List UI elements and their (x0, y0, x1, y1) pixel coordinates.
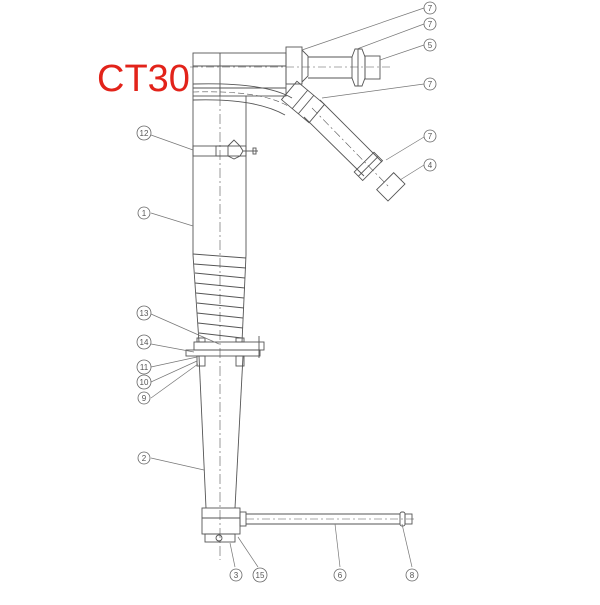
balloon-8: 8 (405, 568, 419, 582)
balloon-14: 14 (136, 334, 152, 350)
balloon-10: 10 (136, 374, 152, 390)
svg-text:7: 7 (428, 132, 433, 141)
svg-text:11: 11 (140, 363, 149, 372)
balloon-7b: 7 (423, 17, 437, 31)
model-title: CT30 (97, 58, 190, 100)
bottom-housing (201, 507, 247, 543)
top-header (190, 46, 390, 97)
balloon-2: 2 (137, 451, 151, 465)
lower-cone (198, 355, 244, 509)
horizontal-pipe (246, 511, 415, 527)
balloon-11: 11 (136, 359, 152, 375)
svg-text:8: 8 (410, 571, 415, 580)
balloon-7c: 7 (423, 77, 437, 91)
angled-branch (192, 80, 406, 202)
spiral-transition (192, 253, 247, 343)
part-balloons: 7 7 5 7 7 4 12 1 13 14 11 10 9 2 3 15 6 … (136, 1, 437, 583)
svg-text:7: 7 (428, 4, 433, 13)
balloon-1: 1 (137, 206, 151, 220)
flange-assembly (185, 336, 265, 367)
svg-text:7: 7 (428, 20, 433, 29)
svg-text:14: 14 (140, 338, 149, 347)
svg-text:7: 7 (428, 80, 433, 89)
svg-text:6: 6 (338, 571, 343, 580)
balloon-12: 12 (136, 125, 152, 141)
upper-cylinder (192, 96, 258, 560)
balloon-7d: 7 (423, 129, 437, 143)
svg-text:3: 3 (234, 571, 239, 580)
svg-text:4: 4 (428, 161, 433, 170)
leader-lines (150, 7, 425, 568)
svg-text:5: 5 (428, 41, 433, 50)
svg-text:9: 9 (142, 394, 147, 403)
balloon-9: 9 (137, 391, 151, 405)
balloon-4: 4 (423, 158, 437, 172)
balloon-6: 6 (333, 568, 347, 582)
balloon-5: 5 (423, 38, 437, 52)
balloon-3: 3 (229, 568, 243, 582)
svg-text:10: 10 (140, 378, 149, 387)
svg-text:2: 2 (142, 454, 147, 463)
balloon-15: 15 (252, 567, 268, 583)
svg-text:12: 12 (140, 129, 149, 138)
balloon-13: 13 (136, 305, 152, 321)
svg-text:15: 15 (256, 571, 265, 580)
svg-text:13: 13 (140, 309, 149, 318)
svg-text:1: 1 (142, 209, 147, 218)
balloon-7a: 7 (423, 1, 437, 15)
